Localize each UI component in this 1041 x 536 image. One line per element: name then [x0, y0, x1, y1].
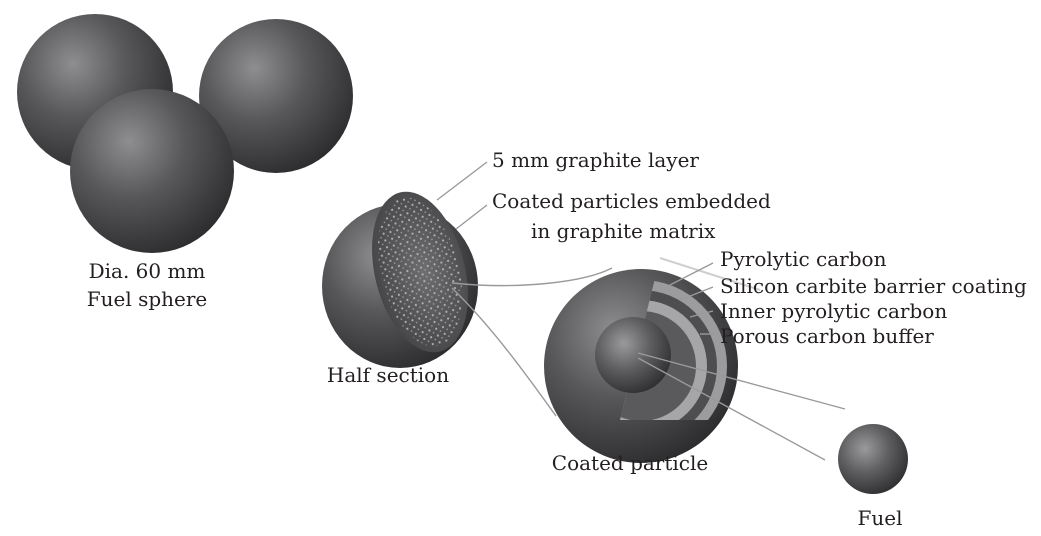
leader-lines: [436, 161, 846, 461]
fuel-sphere-name-label: Fuel sphere: [87, 287, 208, 311]
half-section-group: [322, 191, 478, 368]
fuel-sphere-back-right: [199, 19, 353, 173]
graphite-matrix-label-line1: Coated particles embedded: [492, 189, 771, 213]
layer-label-silicon-carbide: Silicon carbite barrier coating: [720, 274, 1027, 298]
leader-silicon-carbide: [679, 286, 714, 301]
leader-half-to-particle-bottom: [451, 287, 557, 417]
fuel-sphere-front: [70, 89, 234, 253]
coated-particle-group: [544, 257, 761, 463]
fuel-kernel-sphere: [838, 424, 908, 494]
coated-particle-label: Coated particle: [552, 451, 708, 475]
leader-half-to-particle-top: [451, 267, 613, 287]
leader-kernel-to-fuel-bottom: [637, 357, 826, 461]
fuel-spheres-group: [17, 14, 353, 253]
graphite-matrix-label-line2: in graphite matrix: [531, 219, 716, 243]
leader-pyrolytic-carbon: [667, 262, 714, 287]
labels: Dia. 60 mm Fuel sphere 5 mm graphite lay…: [87, 148, 1027, 530]
fuel-sphere-diameter-label: Dia. 60 mm: [89, 259, 206, 283]
layer-label-pyrolytic-carbon: Pyrolytic carbon: [720, 247, 887, 271]
layer-label-porous-buffer: Porous carbon buffer: [720, 324, 934, 348]
half-section-label: Half section: [327, 363, 449, 387]
fuel-kernel-label: Fuel: [858, 506, 903, 530]
leader-kernel-to-fuel-top: [637, 352, 846, 410]
layer-label-inner-pyrolytic: Inner pyrolytic carbon: [720, 299, 947, 323]
leader-graphite-matrix: [455, 204, 488, 230]
cut-edge-highlight: [659, 257, 761, 291]
leader-inner-pyrolytic: [689, 310, 714, 318]
half-section-particles: [377, 197, 463, 347]
leader-graphite-layer: [436, 161, 488, 201]
graphite-layer-label: 5 mm graphite layer: [492, 148, 699, 172]
coated-particle-kernel: [595, 317, 671, 393]
